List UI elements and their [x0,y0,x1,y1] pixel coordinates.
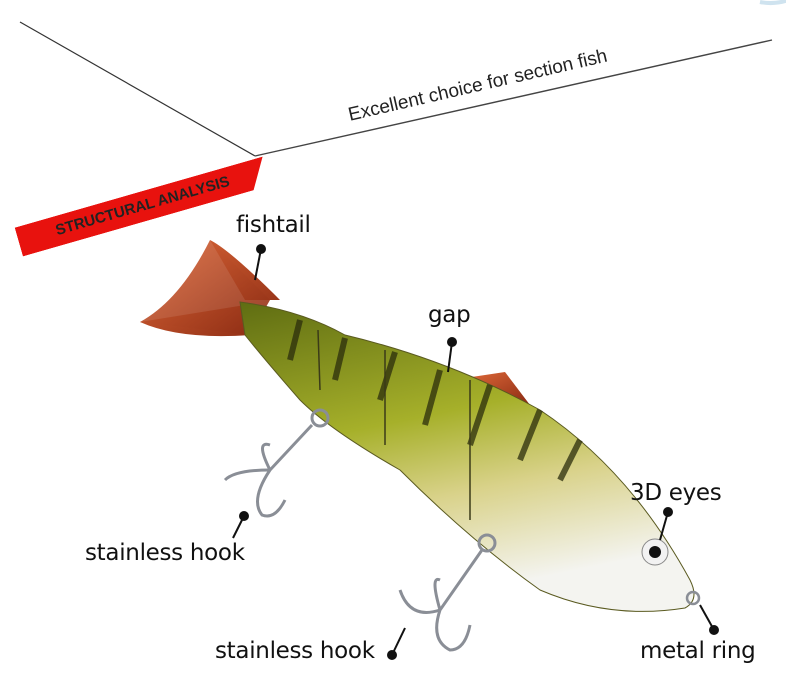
metal-ring-icon [685,590,701,606]
hook-left [223,408,330,518]
label-gap: gap [428,302,471,328]
fishtail-fan [140,240,270,335]
label-metal-ring: metal ring [640,638,756,664]
label-3d-eyes: 3D eyes [630,480,722,506]
pupil [649,546,661,558]
divider-line-right [254,39,773,157]
pointer-lines [232,244,719,660]
label-fishtail: fishtail [236,212,311,238]
label-stainless-hook-left: stainless hook [85,540,245,566]
label-stainless-hook-bottom: stainless hook [215,638,375,664]
top-arc [759,0,786,5]
lure-body [239,301,695,612]
body-stripes [287,319,583,482]
segment-gaps [317,329,471,520]
divider-line-left [19,21,256,157]
hook-bottom [398,533,497,652]
